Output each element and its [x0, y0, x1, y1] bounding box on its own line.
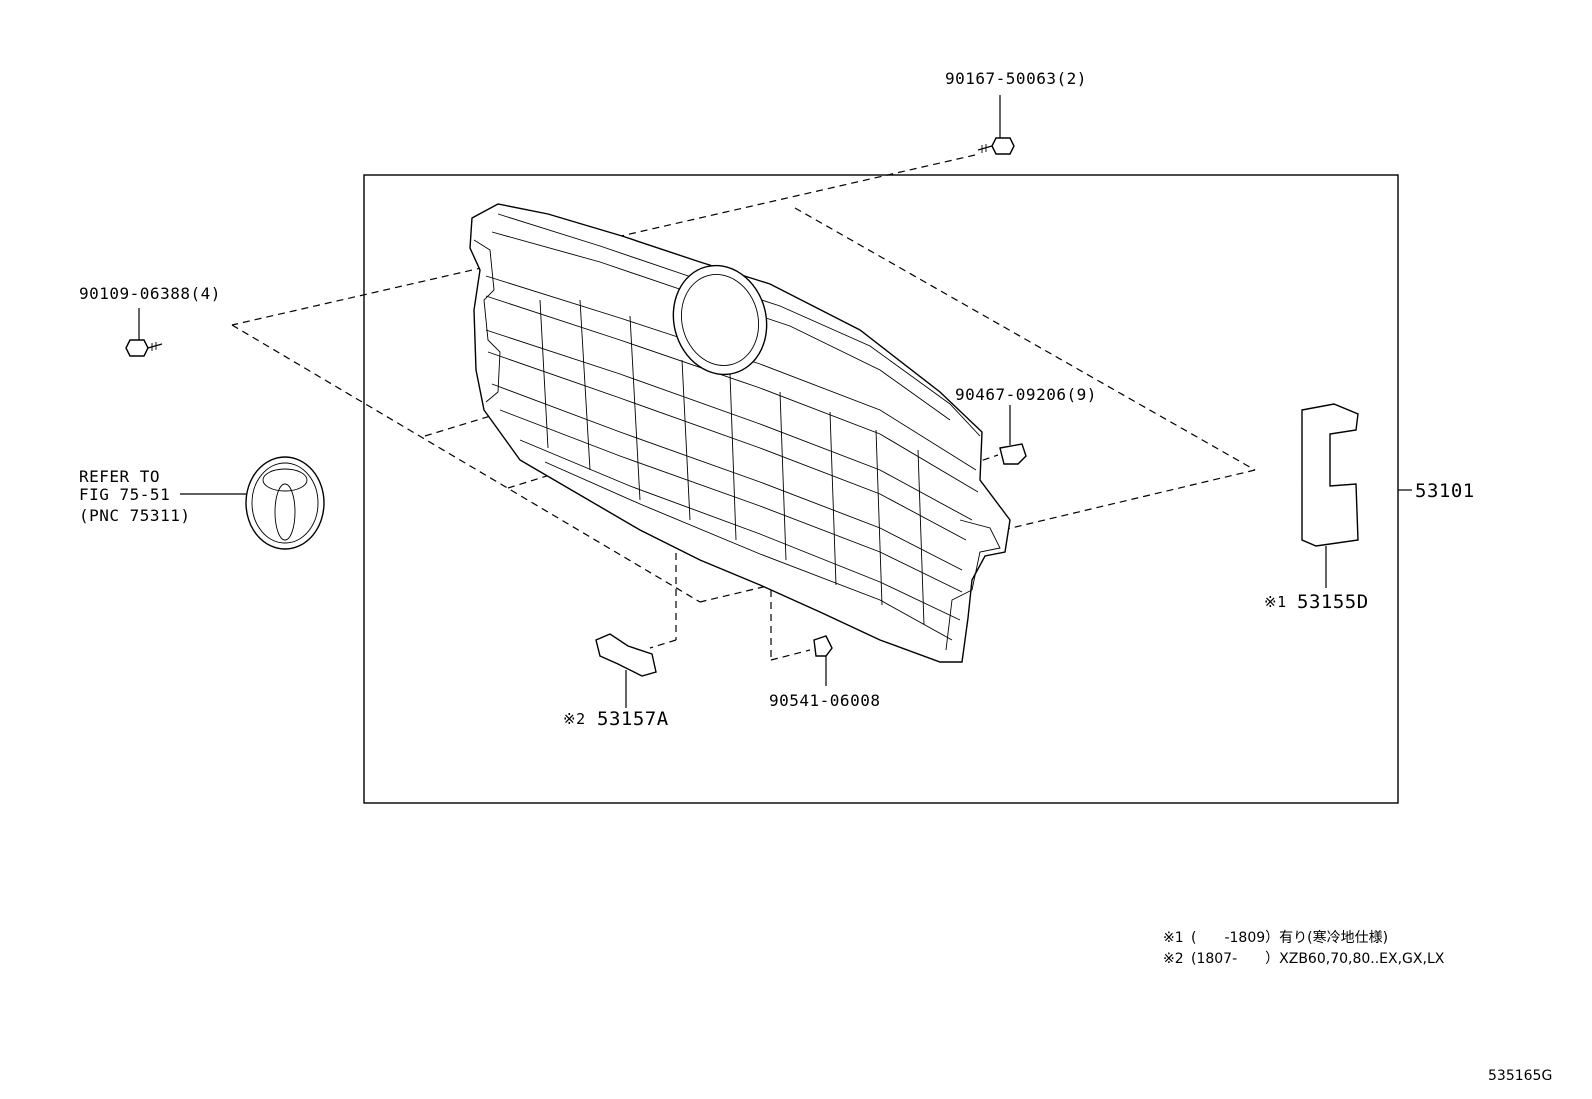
- note-2-text: (1807- ）XZB60,70,80..EX,GX,LX: [1191, 951, 1445, 967]
- bolt-90167-50063: [977, 95, 1015, 155]
- seal-53157A: [595, 633, 657, 708]
- callout-seal-bottom: 53157A: [597, 708, 669, 730]
- seal-53155D: [1301, 403, 1359, 588]
- callout-screw-left: 90109-06388(4): [79, 284, 221, 303]
- toyota-emblem: [180, 456, 325, 550]
- refer-line-2: FIG 75-51: [79, 485, 170, 504]
- seal-right-note-mark: ※1: [1264, 593, 1287, 611]
- callout-bolt-top: 90167-50063(2): [945, 69, 1087, 88]
- note-1-mark: ※1: [1163, 930, 1184, 946]
- refer-line-3: (PNC 75311): [79, 506, 190, 525]
- clip-90541-06008: [813, 635, 833, 686]
- note-2-mark: ※2: [1163, 951, 1184, 967]
- assembly-frame: [363, 174, 1399, 804]
- grille-assembly: [469, 203, 1011, 663]
- callout-seal-right: 53155D: [1297, 591, 1369, 613]
- refer-line-1: REFER TO: [79, 467, 160, 486]
- callout-grille-assy: 53101: [1415, 480, 1475, 502]
- clip-90467-09206: [999, 405, 1027, 465]
- figure-code: 535165G: [1488, 1068, 1552, 1084]
- seal-bottom-note-mark: ※2: [563, 710, 586, 728]
- screw-90109-06388: [125, 308, 163, 357]
- callout-clip-right: 90467-09206(9): [955, 385, 1097, 404]
- callout-clip-bottom: 90541-06008: [769, 691, 880, 710]
- note-1-text: ( -1809）有り(寒冷地仕様): [1191, 929, 1388, 946]
